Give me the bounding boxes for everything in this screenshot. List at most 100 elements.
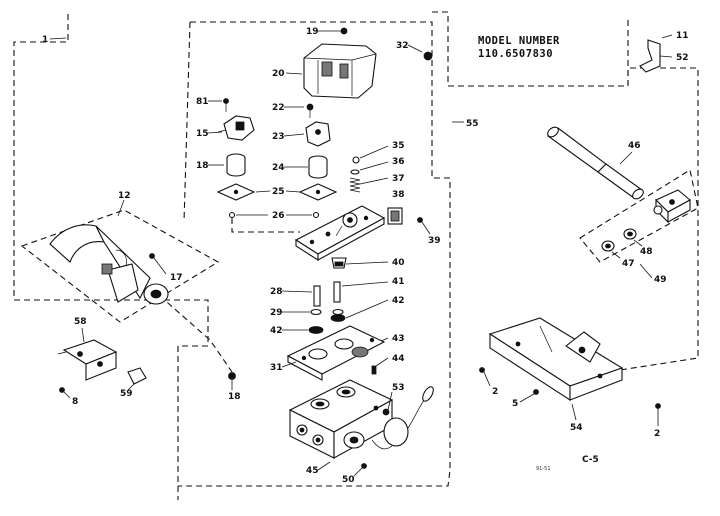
label-23: 23 [272,132,285,142]
label-22: 22 [272,103,285,113]
part-8-screw [59,387,71,399]
label-19: 19 [306,27,319,37]
part-53-cap [382,391,393,416]
part-5-screw [519,389,539,403]
center-frame [178,21,451,487]
part-48-fitting [623,228,643,247]
part-18-magnet [226,153,246,177]
part-41-stem [333,281,341,303]
part-26-ring-right [312,211,320,219]
part-53-chain-cap [371,386,434,450]
part-29b-washer [332,308,344,316]
part-36-washer [350,169,360,175]
label-1: 1 [42,35,48,45]
part-25-plate-right [298,183,338,201]
box-12 [20,209,220,323]
label-45: 45 [306,466,319,476]
label-52: 52 [676,53,689,63]
part-26-ring-left [228,211,236,219]
part-32-knob [423,51,433,61]
label-20: 20 [272,69,285,79]
part-50-screw [353,463,367,477]
label-18a: 18 [196,161,209,171]
part-28-stem [313,285,321,307]
part-42-diaphragm-right [330,314,346,322]
label-43: 43 [392,334,405,344]
label-53: 53 [392,383,405,393]
part-40-seat [331,257,347,269]
part-valve-body [288,379,394,459]
part-2a-screw [479,367,491,387]
label-42a: 42 [270,326,283,336]
part-29-washer [310,308,322,316]
label-2a: 2 [492,387,498,397]
part-38-block [387,207,403,225]
label-12: 12 [118,191,131,201]
model-number: 110.6507830 [478,48,553,60]
part-42-diaphragm-left [308,326,324,334]
label-35: 35 [392,141,405,151]
link-26 [231,218,300,233]
part-12-venturi [49,224,169,305]
part-81-screw [223,98,229,112]
label-18b: 18 [228,392,241,402]
center-frame-left-edge [183,21,191,223]
label-31: 31 [270,363,283,373]
part-58-bracket [57,339,118,381]
label-25: 25 [272,187,285,197]
part-59-clip [127,367,147,391]
part-24-magnet [308,155,328,179]
label-49: 49 [654,275,667,285]
label-24: 24 [272,163,285,173]
label-15: 15 [196,129,209,139]
label-11: 11 [676,31,689,41]
label-44: 44 [392,354,405,364]
label-58: 58 [74,317,87,327]
label-40: 40 [392,258,405,268]
part-37-spring [349,177,361,193]
label-29: 29 [270,308,283,318]
label-36: 36 [392,157,405,167]
outer-frame-left [13,14,209,500]
small-code: 91-51 [536,466,551,472]
box-49 [579,169,699,263]
label-28: 28 [270,287,283,297]
label-81: 81 [196,97,209,107]
label-55: 55 [466,119,479,129]
part-20-cover [303,43,377,99]
part-44-screw [371,357,389,375]
part-48-valve [653,189,691,224]
label-8: 8 [72,397,78,407]
label-37: 37 [392,174,405,184]
part-52-clip [639,34,673,73]
part-31-plate [286,325,386,381]
part-23-bracket [305,121,331,147]
label-50: 50 [342,475,355,485]
part-15-switch [217,115,255,141]
label-17: 17 [170,273,183,283]
label-39: 39 [428,236,441,246]
part-46-tube [547,126,644,200]
label-59: 59 [120,389,133,399]
label-32: 32 [396,41,409,51]
model-heading: MODEL NUMBER [478,35,560,47]
label-41: 41 [392,277,405,287]
label-38: 38 [392,190,405,200]
part-54-bracket [488,317,624,402]
part-22-screw [306,103,314,118]
label-48: 48 [640,247,653,257]
label-5: 5 [512,399,518,409]
valve-top-plate [294,205,386,262]
label-42b: 42 [392,296,405,306]
part-25-plate-left [216,183,256,201]
part-35-ball [352,156,360,164]
part-18b-screw [228,372,236,390]
part-17-screw [149,253,167,275]
label-46: 46 [628,141,641,151]
label-54: 54 [570,423,583,433]
link-burner [159,295,233,373]
part-19-screw [318,27,348,35]
part-47-orifice [601,240,621,259]
